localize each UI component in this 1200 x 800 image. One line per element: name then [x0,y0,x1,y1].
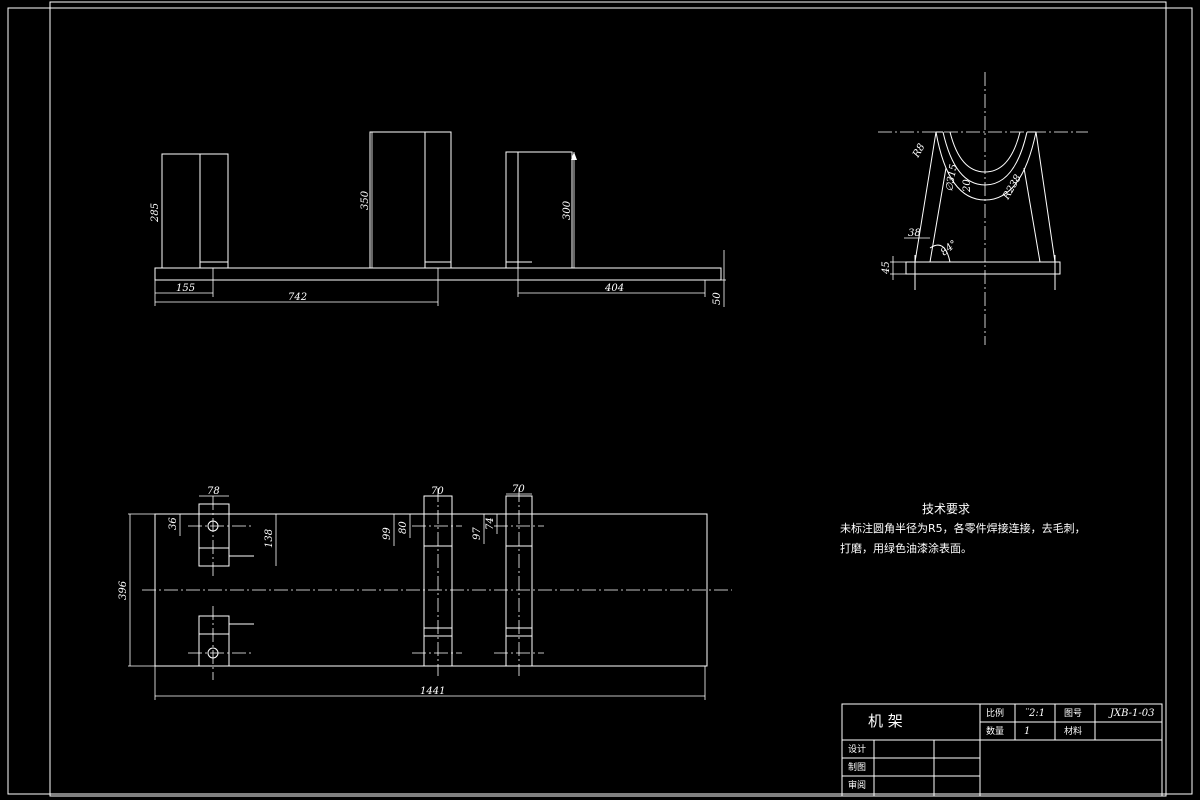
front-right-post [505,151,573,269]
tech-req-line-2: 打磨，用绿色油漆涂表面。 [840,541,972,555]
side-view: R8 ∅315 20 R238 38 84° 45 [878,72,1088,345]
dim-top-radius: R8 [911,142,928,160]
dim-base-height: 45 [881,261,892,275]
technical-requirements: 技术要求 未标注圆角半径为R5，各零件焊接连接，去毛刺， 打磨，用绿色油漆涂表面… [840,502,1086,555]
title-material-label: 材料 [1064,725,1082,737]
sheet-outer-border [7,7,1193,795]
title-drafter-label: 制图 [848,761,866,773]
dim-mid-offset: 742 [288,292,307,303]
dim-mid-rib-offset-2: 80 [398,521,409,534]
title-drawing-no-label: 图号 [1064,708,1082,719]
dim-right-rib-offset-1: 97 [472,527,483,540]
dim-outer-radius: R238 [1001,173,1024,202]
dim-right-offset: 404 [604,283,624,294]
title-scale-value: ¨2:1 [1024,708,1045,719]
title-qty-value: 1 [1024,726,1030,737]
top-left-block-upper [198,503,230,567]
dim-inner-diameter: ∅315 [944,163,960,192]
front-view: 285 350 300 155 742 404 50 [150,131,726,307]
top-view: 78 70 70 36 138 99 80 97 74 396 1441 [118,484,732,700]
title-checker-label: 审阅 [848,779,866,791]
dim-left-offset: 155 [176,283,195,294]
front-left-post [161,153,229,269]
dim-plate-width: 396 [118,580,129,600]
title-block: 机 架 比例 ¨2:1 图号 JXB-1-03 数量 1 材料 设计 制图 审阅 [841,703,1163,797]
dim-mid-rib-width: 70 [431,486,444,497]
dim-mid-post-height: 350 [360,190,371,210]
title-part-name: 机 架 [868,712,903,730]
dim-saddle-thickness: 20 [962,179,973,193]
dim-plate-length: 1441 [420,686,445,697]
dim-left-hole-offset: 36 [168,517,179,530]
side-base [905,261,1061,275]
dim-mid-rib-offset-1: 99 [382,527,393,540]
sheet-inner-frame [49,1,1167,797]
top-left-block-lower [198,615,230,667]
title-drawing-no-value: JXB-1-03 [1108,708,1155,719]
dim-left-block-width: 78 [207,486,220,497]
front-middle-post [369,131,452,269]
title-designer-label: 设计 [848,743,866,755]
tech-req-title: 技术要求 [922,502,970,516]
dim-right-rib-width: 70 [512,484,525,495]
title-scale-label: 比例 [986,707,1004,719]
dim-leg-angle: 84° [939,238,960,258]
dim-right-post-height: 300 [562,200,573,220]
dim-leg-width: 38 [908,228,921,239]
dim-left-block-height: 138 [264,529,275,548]
tech-req-line-1: 未标注圆角半径为R5，各零件焊接连接，去毛刺， [840,521,1086,535]
dim-left-post-height: 285 [150,203,161,223]
dim-right-rib-offset-2: 74 [485,517,496,530]
title-qty-label: 数量 [986,725,1004,737]
dim-base-thickness: 50 [712,292,723,305]
